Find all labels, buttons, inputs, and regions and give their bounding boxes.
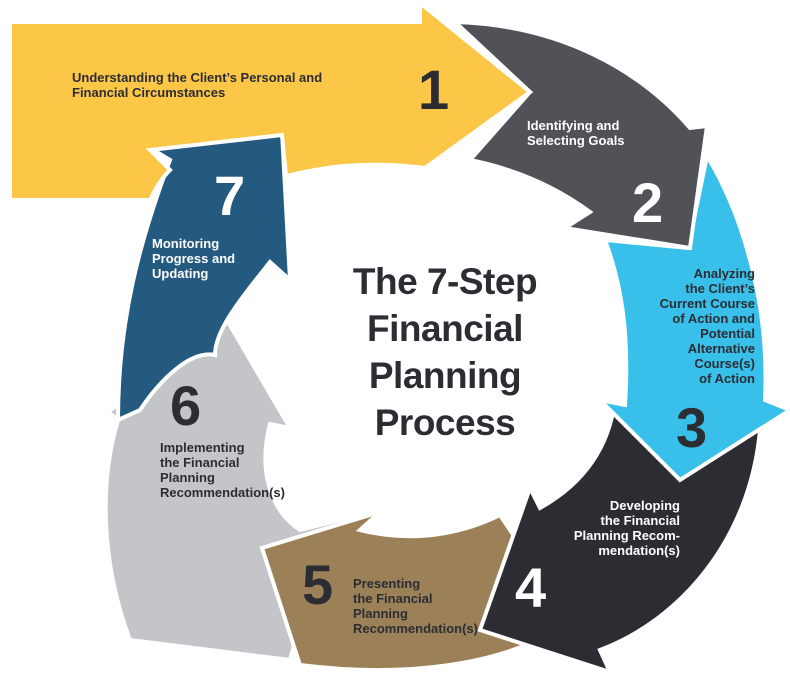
step-1-number: 1: [418, 58, 450, 121]
center-circle: [297, 204, 593, 500]
step-7-label: Monitoring Progress and Updating: [152, 236, 236, 281]
step-5-label: Presenting the Financial Planning Recomm…: [353, 576, 478, 636]
step-2-label: Identifying and Selecting Goals: [527, 118, 625, 148]
step-4-label: Developing the Financial Planning Recom-…: [573, 498, 680, 558]
step-1-label: Understanding the Client’s Personal and …: [72, 70, 323, 100]
step-2-arrow: [449, 19, 710, 251]
step-6-label: Implementing the Financial Planning Reco…: [160, 440, 285, 500]
step-6-number: 6: [170, 374, 202, 437]
step-7-arrow: [115, 129, 293, 424]
step-3-arrow: [593, 150, 790, 483]
step-5-number: 5: [302, 553, 334, 616]
step-2-number: 2: [632, 171, 664, 234]
step-3-label: Analyzing the Client’s Current Course of…: [659, 266, 755, 386]
step-7-number: 7: [214, 164, 246, 227]
diagram-title: The 7-Step Financial Planning Process: [352, 261, 538, 443]
step-1-arrow: [8, 0, 534, 202]
step-3-number: 3: [676, 396, 708, 459]
step-4-number: 4: [515, 556, 547, 619]
